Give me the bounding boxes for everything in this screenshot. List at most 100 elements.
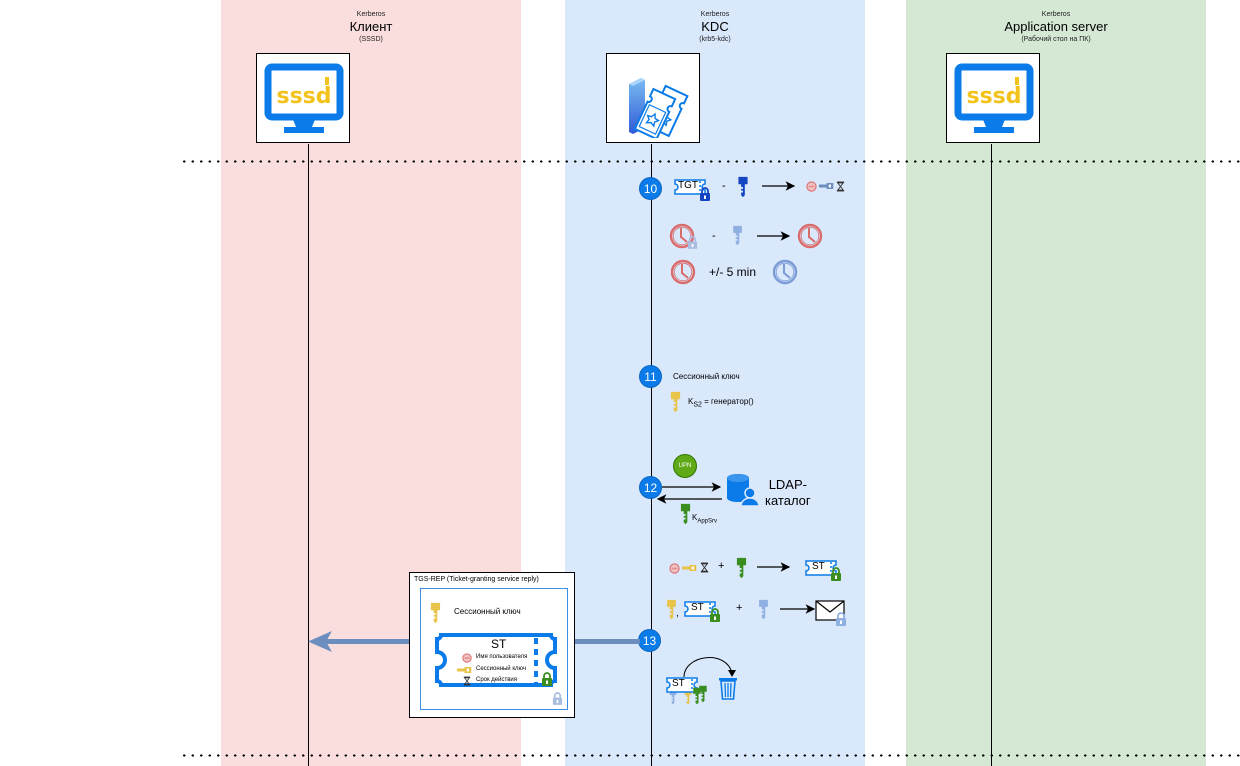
step-badge-11: 11 bbox=[639, 365, 662, 388]
lane-kdc-subtitle: (krb5-kdc) bbox=[699, 36, 731, 43]
arrow-right bbox=[757, 231, 791, 241]
client-actor[interactable] bbox=[256, 53, 350, 143]
lane-kdc-kicker: Kerberos bbox=[700, 11, 730, 18]
st-label: ST bbox=[672, 678, 685, 689]
tgt-label: TGT bbox=[678, 180, 698, 191]
light-key-icon bbox=[732, 225, 743, 246]
arrow-right bbox=[762, 181, 796, 191]
clock-icon bbox=[797, 223, 823, 249]
lane-client: Kerberos Клиент (SSSD) bbox=[221, 0, 521, 766]
user-badge-icon bbox=[669, 563, 680, 574]
tgs-rep-envelope: Сессионный ключ ST Имя пользователя Сесс… bbox=[420, 588, 568, 710]
formula-k: K bbox=[688, 397, 694, 406]
plus-sign: + bbox=[736, 602, 743, 614]
arrow-right bbox=[780, 604, 816, 614]
formula-rest: = генератор() bbox=[701, 397, 754, 406]
hourglass-icon bbox=[463, 676, 471, 686]
trash-icon bbox=[719, 678, 737, 700]
encrypted-envelope-icon bbox=[815, 600, 847, 626]
ticket-item-username: Имя пользователя bbox=[476, 654, 528, 660]
session-key-icon bbox=[457, 666, 472, 674]
tgt-ticket-locked: TGT bbox=[673, 178, 711, 200]
tgs-key-icon bbox=[737, 176, 749, 198]
time-tolerance: +/- 5 min bbox=[709, 265, 757, 279]
user-badge-icon bbox=[806, 181, 817, 192]
appsrv-key-icon bbox=[698, 685, 708, 703]
formula-sub: S2 bbox=[693, 401, 702, 409]
lane-client-header: Kerberos Клиент (SSSD) bbox=[221, 10, 521, 45]
step-badge-10: 10 bbox=[639, 177, 662, 200]
app-lifeline bbox=[991, 144, 992, 766]
tgs-rep-message[interactable]: TGS-REP (Ticket-granting service reply) … bbox=[409, 572, 575, 718]
lock-icon bbox=[699, 187, 711, 201]
lane-kdc: Kerberos KDC (krb5-kdc) bbox=[565, 0, 865, 766]
upn-badge: UPN bbox=[673, 454, 697, 478]
tgs-rep-title: TGS-REP (Ticket-granting service reply) bbox=[414, 576, 539, 583]
minus-sign: - bbox=[722, 180, 726, 192]
ticket-item-session-key: Сессионный ключ bbox=[476, 666, 527, 672]
reply-arrow-from-ldap bbox=[656, 494, 722, 504]
st-label: ST bbox=[812, 561, 825, 572]
ticket-title: ST bbox=[491, 637, 507, 651]
lock-icon bbox=[541, 672, 553, 686]
step-badge-12: 12 bbox=[639, 476, 662, 499]
session-key-icon bbox=[819, 182, 834, 190]
client-lifeline bbox=[308, 144, 309, 766]
appsrv-key-icon bbox=[736, 557, 747, 579]
session-key-label: Сессионный ключ bbox=[454, 607, 521, 616]
session-key-icon bbox=[682, 564, 697, 572]
server-clock-icon bbox=[772, 259, 798, 285]
appsrv-sub: AppSrv bbox=[697, 518, 718, 525]
minus-sign: - bbox=[712, 230, 716, 242]
lane-app-title: Application server bbox=[1004, 19, 1108, 34]
lane-app-header: Kerberos Application server (Рабочий сто… bbox=[906, 10, 1206, 45]
lane-app-subtitle: (Рабочий стол на ПК) bbox=[1021, 36, 1091, 43]
st-ticket-locked: ST bbox=[683, 600, 723, 624]
ldap-line-2: каталог bbox=[765, 493, 811, 508]
lock-icon bbox=[709, 608, 721, 622]
lane-client-title: Клиент bbox=[349, 19, 393, 34]
lane-kdc-header: Kerberos KDC (krb5-kdc) bbox=[565, 10, 865, 45]
appsrv-k: K bbox=[692, 513, 698, 522]
st-label: ST bbox=[691, 602, 704, 613]
st-ticket-locked: ST bbox=[804, 559, 844, 583]
comma: , bbox=[676, 608, 679, 619]
request-arrow-to-ldap bbox=[662, 482, 722, 492]
lane-app-kicker: Kerberos bbox=[1041, 11, 1071, 18]
lock-icon bbox=[552, 692, 563, 705]
hourglass-icon bbox=[700, 562, 709, 573]
lane-kdc-title: KDC bbox=[701, 19, 729, 34]
plus-sign: + bbox=[718, 560, 725, 572]
lane-client-kicker: Kerberos bbox=[356, 11, 386, 18]
lock-icon bbox=[830, 567, 842, 581]
ldap-line-1: LDAP- bbox=[768, 477, 807, 492]
kdc-actor[interactable] bbox=[606, 53, 700, 143]
appsrv-key-label: KAppSrv bbox=[692, 513, 717, 525]
user-badge-icon bbox=[462, 653, 472, 663]
kdc-lifeline bbox=[651, 144, 652, 766]
lock-icon bbox=[687, 236, 698, 249]
clock-icon bbox=[670, 259, 696, 285]
phase-separator-top bbox=[180, 160, 1240, 163]
session-key-formula: KS2 = генератор() bbox=[688, 397, 754, 409]
arrow-right bbox=[757, 562, 791, 572]
sssd-monitor-icon bbox=[954, 63, 1034, 135]
hourglass-icon bbox=[836, 181, 845, 192]
sssd-monitor-icon bbox=[264, 63, 344, 135]
ldap-database-user-icon bbox=[727, 474, 760, 506]
app-server-actor[interactable] bbox=[946, 53, 1040, 143]
appsrv-key-icon bbox=[680, 503, 691, 525]
lane-app-server: Kerberos Application server (Рабочий сто… bbox=[906, 0, 1206, 766]
kdc-server-tickets-icon bbox=[629, 78, 689, 138]
discard-arrow bbox=[683, 657, 736, 678]
phase-separator-bottom bbox=[180, 754, 1240, 757]
session-key-gold-icon bbox=[670, 391, 681, 413]
lane-client-subtitle: (SSSD) bbox=[359, 36, 383, 43]
step-badge-13: 13 bbox=[638, 629, 661, 652]
st-with-keys-discarded: ST bbox=[665, 677, 709, 707]
step-11-title: Сессионный ключ bbox=[673, 372, 740, 381]
session-key-gold-icon bbox=[430, 602, 441, 624]
light-key-icon bbox=[758, 599, 769, 620]
ticket-item-validity: Срок действия bbox=[476, 677, 518, 683]
ldap-catalog-label: LDAP- каталог bbox=[765, 477, 811, 509]
